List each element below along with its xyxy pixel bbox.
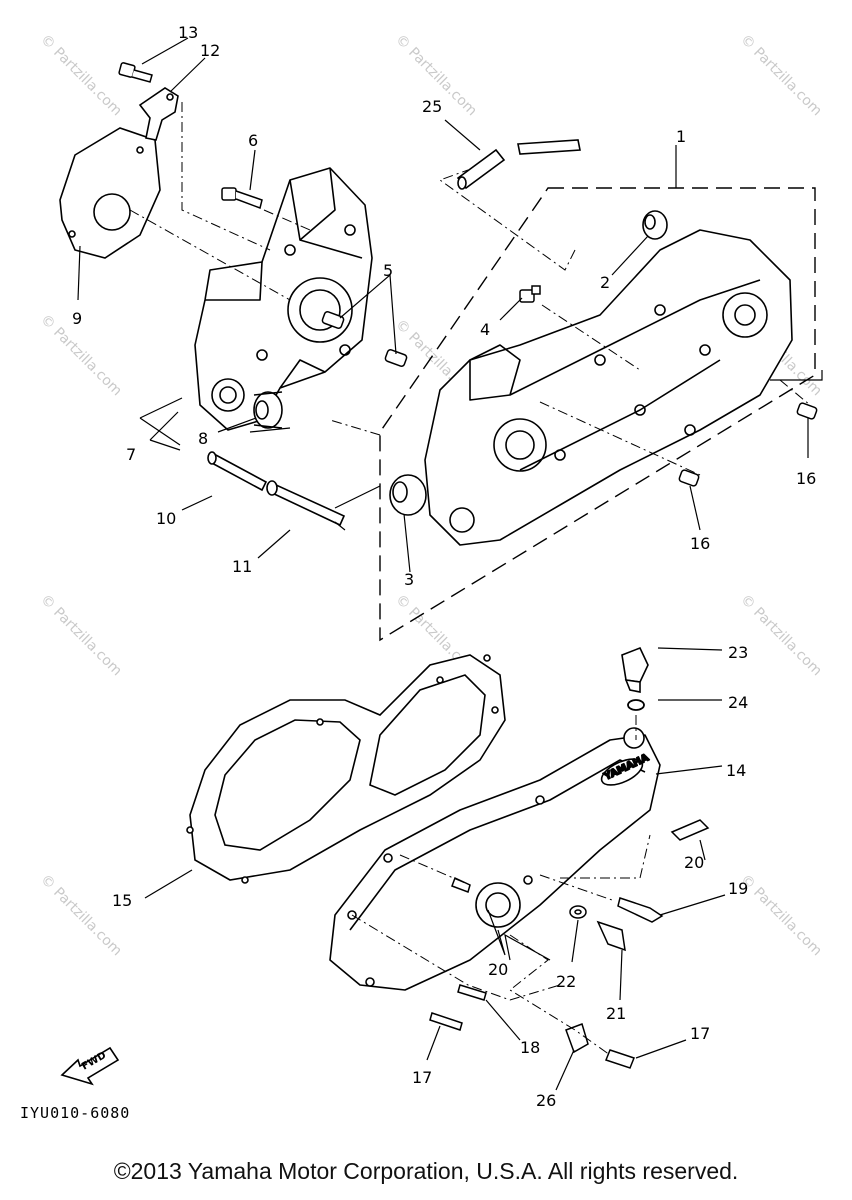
pipes-10-11 bbox=[207, 451, 346, 527]
clamp-26 bbox=[565, 1023, 589, 1054]
callout-24: 24 bbox=[728, 693, 748, 712]
callout-17: 17 bbox=[412, 1068, 432, 1087]
callout-16b: 16 bbox=[690, 534, 710, 553]
callout-20: 20 bbox=[684, 853, 704, 872]
callout-25: 25 bbox=[422, 97, 442, 116]
cover-14: YAMAHA bbox=[329, 727, 661, 991]
right-crankcase bbox=[424, 229, 793, 546]
bolt-6 bbox=[221, 187, 263, 209]
dowel-pins-5 bbox=[321, 311, 408, 367]
gasket-15 bbox=[186, 654, 506, 884]
washer-22 bbox=[569, 905, 587, 919]
bracket-12 bbox=[138, 87, 179, 141]
callout-1: 1 bbox=[676, 127, 686, 146]
leader-lines bbox=[77, 37, 809, 1091]
watermark: © Partzilla.com bbox=[37, 872, 125, 960]
callout-20b: 20 bbox=[488, 960, 508, 979]
callout-11: 11 bbox=[232, 557, 252, 576]
cover-bolts bbox=[429, 819, 710, 1069]
bolt-13 bbox=[118, 62, 153, 83]
callout-3: 3 bbox=[404, 570, 414, 589]
watermark: © Partzilla.com bbox=[737, 592, 825, 680]
callout-9: 9 bbox=[72, 309, 82, 328]
o-ring-24 bbox=[627, 699, 645, 711]
callout-23: 23 bbox=[728, 643, 748, 662]
oil-cap-23 bbox=[621, 646, 649, 693]
callout-14: 14 bbox=[726, 761, 746, 780]
fitting-4 bbox=[519, 285, 541, 303]
callout-labels: 1 2 3 4 5 6 7 8 9 10 11 12 13 14 15 16 1… bbox=[72, 23, 816, 1110]
watermark: © Partzilla.com bbox=[37, 32, 125, 120]
callout-4: 4 bbox=[480, 320, 490, 339]
callout-18: 18 bbox=[520, 1038, 540, 1057]
callout-5: 5 bbox=[383, 261, 393, 280]
hose-25 bbox=[456, 139, 581, 190]
callout-13: 13 bbox=[178, 23, 198, 42]
callout-10: 10 bbox=[156, 509, 176, 528]
callout-17b: 17 bbox=[690, 1024, 710, 1043]
callout-22: 22 bbox=[556, 972, 576, 991]
dowel-pins-16 bbox=[678, 402, 818, 487]
bracket-lines bbox=[139, 370, 823, 961]
bearing-8 bbox=[253, 391, 283, 429]
diagram-code: IYU010-6080 bbox=[20, 1104, 130, 1122]
callout-15: 15 bbox=[112, 891, 132, 910]
copyright-notice: ©2013 Yamaha Motor Corporation, U.S.A. A… bbox=[113, 1158, 739, 1184]
watermark: © Partzilla.com bbox=[737, 32, 825, 120]
callout-26: 26 bbox=[536, 1091, 556, 1110]
callout-21: 21 bbox=[606, 1004, 626, 1023]
callout-16: 16 bbox=[796, 469, 816, 488]
callout-6: 6 bbox=[248, 131, 258, 150]
bushing-2 bbox=[642, 210, 668, 240]
callout-8: 8 bbox=[198, 429, 208, 448]
gasket-9 bbox=[59, 127, 161, 259]
watermark: © Partzilla.com bbox=[37, 592, 125, 680]
callout-7: 7 bbox=[126, 445, 136, 464]
watermark: © Partzilla.com bbox=[737, 872, 825, 960]
bearing-3 bbox=[389, 474, 427, 516]
fwd-arrow-icon: FWD bbox=[60, 1046, 120, 1086]
assembly-boundary-1 bbox=[379, 187, 816, 642]
callout-19: 19 bbox=[728, 879, 748, 898]
callout-2: 2 bbox=[600, 273, 610, 292]
left-crankcase bbox=[194, 167, 373, 431]
assembly-lines bbox=[129, 102, 811, 1056]
callout-12: 12 bbox=[200, 41, 220, 60]
